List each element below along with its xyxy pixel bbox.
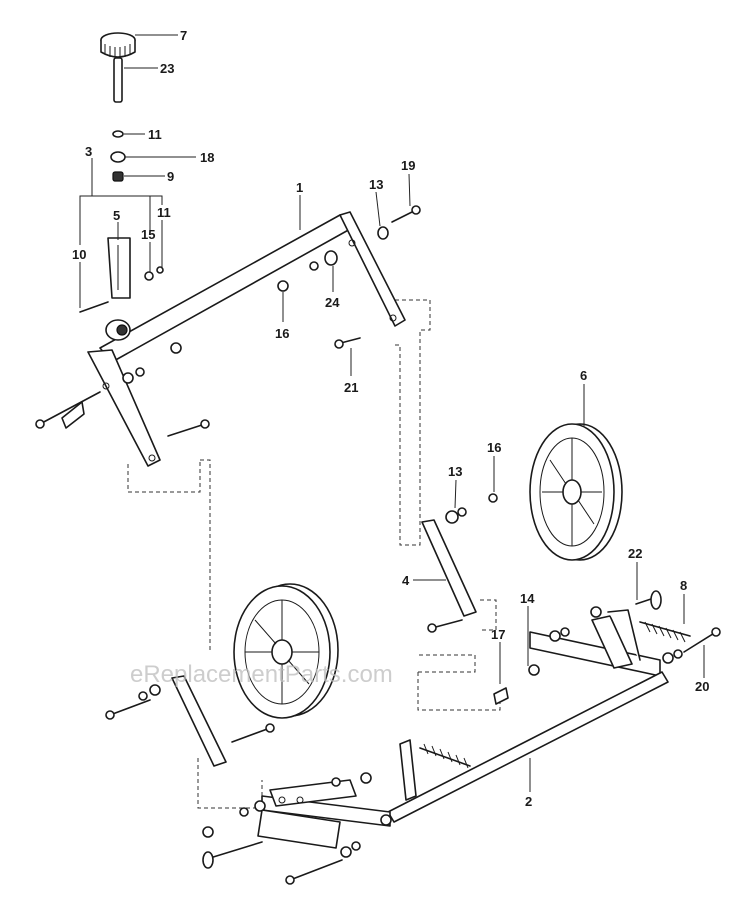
- callout-8: 8: [680, 578, 687, 593]
- callout-4: 4: [402, 573, 410, 588]
- callout-3: 3: [85, 144, 92, 159]
- callout-7: 7: [180, 28, 187, 43]
- callout-22: 22: [628, 546, 642, 561]
- callout-9: 9: [167, 169, 174, 184]
- adjust-knob-assembly: [100, 32, 136, 182]
- callout-16-mid: 16: [487, 440, 501, 455]
- lower-axle-2: [202, 671, 669, 885]
- callout-11-mid: 11: [157, 205, 171, 220]
- link-arm-left: [105, 675, 275, 767]
- callout-16-top: 16: [275, 326, 289, 341]
- callout-13-top: 13: [369, 177, 383, 192]
- callout-labels: 7 23 11 3 18 9 1 13 19 5 15 11 10 16 24 …: [72, 28, 709, 809]
- callout-2: 2: [525, 794, 532, 809]
- callout-19: 19: [401, 158, 415, 173]
- dashed-guides: [127, 299, 501, 809]
- callout-17: 17: [491, 627, 505, 642]
- axle-bracket-right: [493, 590, 721, 705]
- callout-10: 10: [72, 247, 86, 262]
- callout-23: 23: [160, 61, 174, 76]
- link-arm-4: [421, 493, 498, 633]
- watermark: eReplacementParts.com: [130, 661, 393, 688]
- callout-24: 24: [325, 295, 340, 310]
- upper-frame-1: [35, 205, 421, 467]
- callout-6: 6: [580, 368, 587, 383]
- callout-5: 5: [113, 208, 120, 223]
- callout-14: 14: [520, 591, 535, 606]
- callout-1: 1: [296, 180, 303, 195]
- leader-lines: [79, 34, 705, 792]
- callout-13-mid: 13: [448, 464, 462, 479]
- callout-15: 15: [141, 227, 155, 242]
- callout-21: 21: [344, 380, 358, 395]
- callout-11-top: 11: [148, 127, 162, 142]
- callout-20: 20: [695, 679, 709, 694]
- wheel-left: [233, 583, 339, 719]
- callout-18: 18: [200, 150, 214, 165]
- wheel-right-6: [529, 423, 623, 561]
